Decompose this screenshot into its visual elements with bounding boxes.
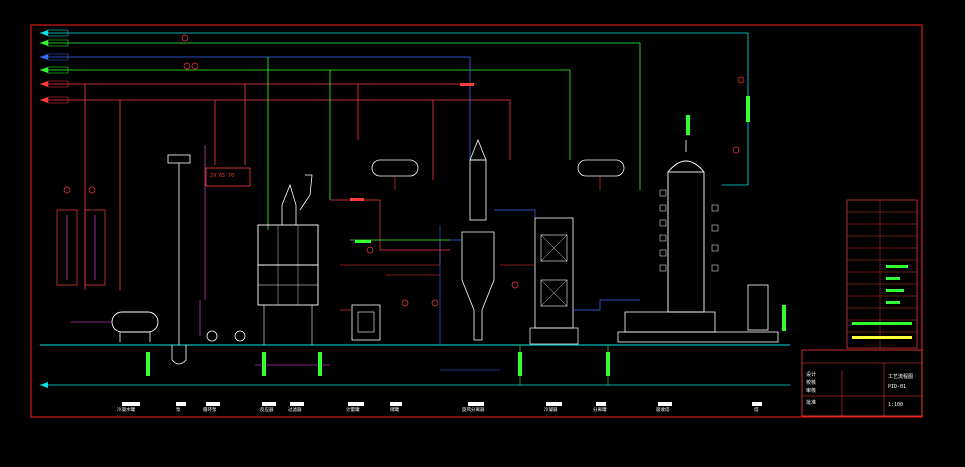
indicator-panel: 29 65 70 — [205, 167, 251, 187]
label-condenser: 冷凝器 — [544, 406, 558, 413]
label-circulation-pump: 循环泵 — [203, 406, 217, 413]
label-absorber: 吸收塔 — [656, 406, 670, 413]
reactor-unit — [257, 174, 319, 345]
tb-designed: 设计 — [806, 371, 816, 378]
title-block: 设计 校核 审核 批准 工艺流程图 PID-01 1:100 — [801, 349, 923, 417]
legend-table — [846, 199, 918, 349]
label-pump: 泵 — [176, 407, 181, 413]
label-filter: 过滤器 — [288, 406, 302, 413]
label-condensate-tank: 冷凝水罐 — [117, 406, 135, 413]
level-indicators — [146, 83, 786, 376]
label-tower: 塔 — [754, 406, 759, 413]
tb-drawing-no: PID-01 — [888, 384, 906, 390]
cyclone-separator — [450, 138, 495, 341]
tb-approved: 批准 — [806, 399, 816, 406]
heat-exchanger-bank — [56, 186, 106, 286]
pumps — [199, 300, 246, 342]
tb-checked: 校核 — [806, 379, 816, 386]
tb-scale: 1:100 — [888, 402, 903, 408]
vertical-pipes — [84, 33, 749, 290]
label-separator: 分离罐 — [593, 406, 607, 413]
condensate-tank — [70, 311, 159, 342]
label-metering-tank: 计量罐 — [346, 406, 360, 413]
label-storage-tank: 储罐 — [390, 406, 399, 413]
upper-drums — [371, 159, 625, 190]
label-reactor: 反应器 — [260, 406, 274, 413]
instruments — [181, 34, 745, 307]
drawing-frame — [30, 24, 923, 418]
tb-reviewed: 审核 — [806, 387, 816, 394]
main-tower — [617, 140, 779, 343]
label-cyclone: 旋风分离器 — [462, 406, 485, 413]
indicator-text: 29 65 70 — [210, 173, 234, 179]
equipment-labels: 冷凝水罐 泵 循环泵 反应器 过滤器 计量罐 储罐 旋风分离器 冷凝器 分离罐 … — [117, 402, 762, 413]
vertical-well — [167, 154, 191, 365]
packed-column — [529, 217, 579, 345]
header-lines — [40, 29, 790, 388]
tb-title: 工艺流程图 — [888, 373, 913, 380]
filter-unit — [340, 304, 381, 341]
